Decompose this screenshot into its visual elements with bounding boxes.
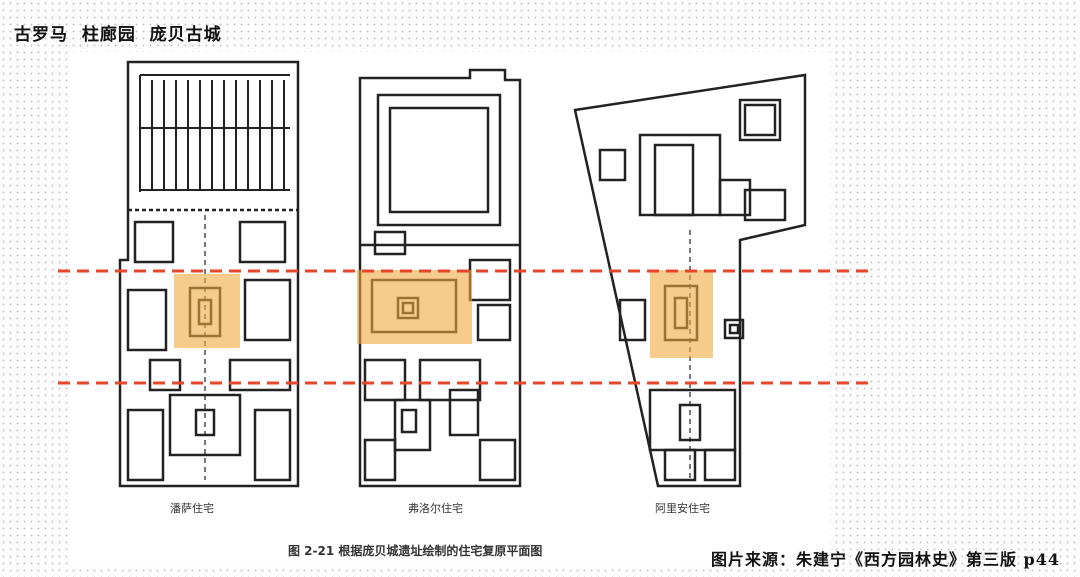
plan-ariadne [573, 73, 807, 488]
highlight-pansa [174, 274, 240, 348]
highlight-flora [357, 270, 472, 344]
plan-label-pansa: 潘萨住宅 [170, 502, 214, 515]
slide-title: 古罗马 柱廊园 庞贝古城 [14, 25, 222, 45]
figure-caption: 图 2-21 根据庞贝城遗址绘制的住宅复原平面图 [288, 544, 543, 558]
plan-label-ariadne: 阿里安住宅 [655, 502, 710, 515]
source-citation: 图片来源：朱建宁《西方园林史》第三版 p44 [710, 550, 1060, 569]
plan-pansa [118, 60, 300, 488]
plan-label-flora: 弗洛尔住宅 [408, 502, 463, 515]
highlight-ariadne [650, 270, 713, 358]
